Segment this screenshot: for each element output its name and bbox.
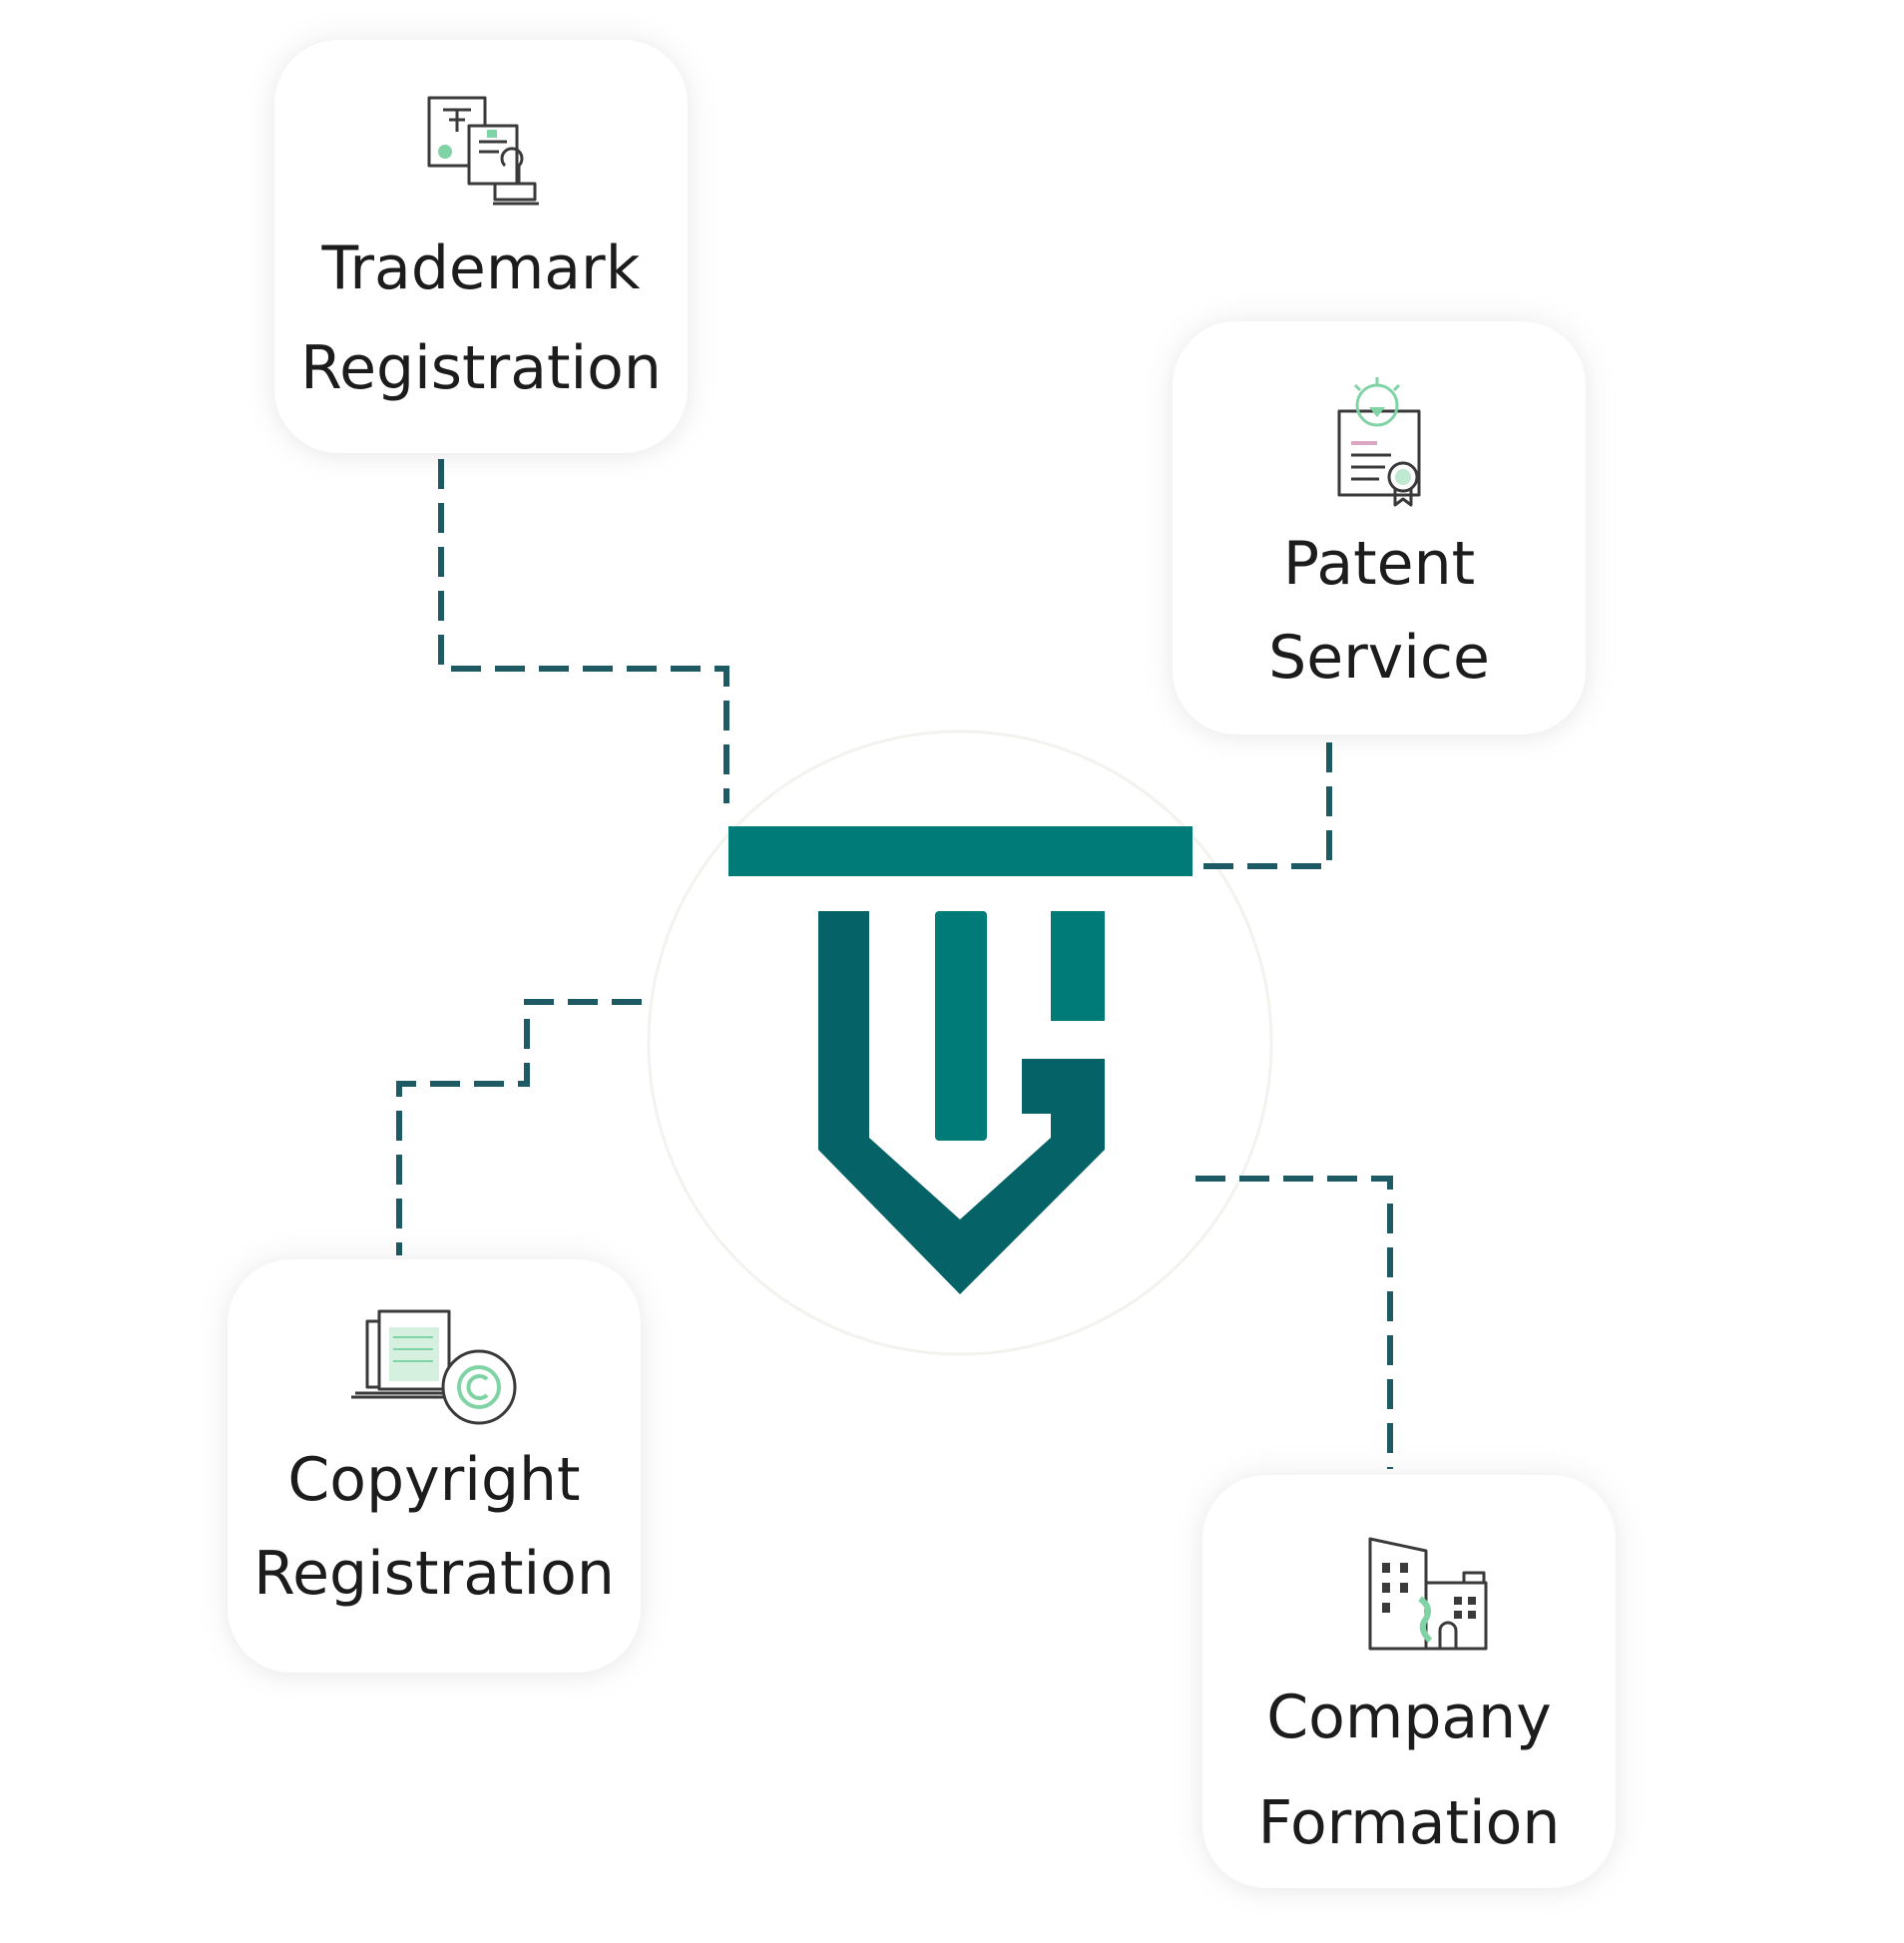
service-card-company[interactable]: Company Formation bbox=[1202, 1475, 1616, 1888]
service-title-line1: Trademark bbox=[321, 234, 641, 303]
service-title-line1: Patent bbox=[1282, 529, 1476, 599]
patent-certificate-icon bbox=[1329, 371, 1429, 516]
connector-patent bbox=[1192, 742, 1332, 869]
service-card-copyright[interactable]: Copyright Registration bbox=[228, 1259, 641, 1673]
service-title-line1: Copyright bbox=[287, 1445, 581, 1515]
logo-top-bar bbox=[728, 826, 1192, 876]
connector-trademark bbox=[438, 459, 729, 803]
service-title-line1: Company bbox=[1266, 1683, 1552, 1752]
logo-center-bar bbox=[935, 911, 987, 1141]
service-card-patent[interactable]: Patent Service bbox=[1173, 321, 1586, 734]
service-title-line2: Formation bbox=[1257, 1788, 1561, 1858]
brand-logo-icon bbox=[728, 826, 1192, 1294]
connector-company bbox=[1195, 1176, 1393, 1469]
logo-right-block bbox=[1051, 911, 1105, 1021]
service-title-line2: Registration bbox=[300, 333, 662, 403]
service-card-trademark[interactable]: Trademark Registration bbox=[274, 40, 688, 453]
connector-copyright bbox=[396, 999, 642, 1255]
trademark-certificate-icon bbox=[421, 90, 541, 215]
logo-shield bbox=[818, 911, 1105, 1294]
copyright-document-icon bbox=[349, 1307, 519, 1432]
service-title-line2: Registration bbox=[253, 1539, 615, 1609]
logo-backdrop-circle bbox=[647, 729, 1273, 1356]
service-title-line2: Service bbox=[1268, 623, 1490, 693]
company-building-icon bbox=[1364, 1533, 1494, 1658]
